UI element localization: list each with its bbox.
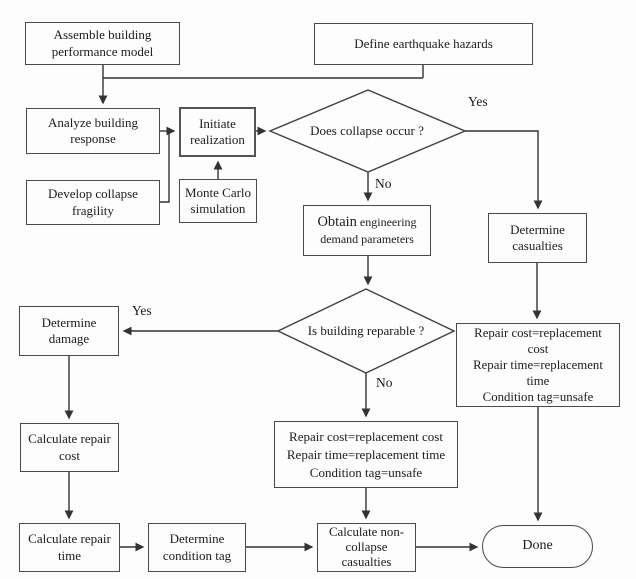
- edge-collapse-yes-casualties: [465, 130, 543, 210]
- node-label: Initiate realization: [190, 115, 245, 148]
- node-calculate-repair-time: Calculate repair time: [19, 523, 120, 572]
- node-done-terminator: Done: [482, 525, 593, 568]
- node-calculate-noncollapse-casualties: Calculate non- collapse casualties: [317, 523, 416, 572]
- node-determine-condition-tag: Determine condition tag: [148, 523, 246, 572]
- node-determine-casualties: Determine casualties: [488, 213, 587, 263]
- branch-label-reparable-yes: Yes: [132, 303, 152, 318]
- node-assemble-performance-model: Assemble building performance model: [25, 22, 180, 65]
- node-obtain-edp: Obtain engineering demand parameters: [303, 205, 431, 256]
- decision-reparable-label: Is building reparable ?: [307, 323, 425, 338]
- node-label: Calculate repair cost: [28, 431, 111, 463]
- node-label: Determine casualties: [510, 221, 565, 254]
- node-monte-carlo-simulation: Monte Carlo simulation: [179, 179, 257, 223]
- node-label: Done: [522, 538, 553, 554]
- decision-collapse-shape: [268, 89, 467, 173]
- node-initiate-realization: Initiate realization: [179, 107, 256, 157]
- decision-collapse-label: Does collapse occur ?: [310, 123, 424, 138]
- node-repair-replacement-right: Repair cost=replacement cost Repair time…: [456, 323, 620, 407]
- branch-label-reparable-no: No: [376, 375, 393, 390]
- node-label: Obtain engineering demand parameters: [304, 214, 430, 248]
- node-define-earthquake-hazards: Define earthquake hazards: [314, 23, 533, 65]
- edge-top-rail: [102, 65, 424, 79]
- node-label-emphasis: Obtain: [317, 213, 357, 230]
- branch-label-collapse-no: No: [375, 176, 392, 191]
- node-label: Assemble building performance model: [51, 27, 154, 59]
- node-label: Analyze building response: [48, 114, 138, 147]
- node-label: Develop collapse fragility: [48, 186, 138, 218]
- node-label: Determine damage: [41, 314, 97, 347]
- decision-reparable-shape: [276, 288, 456, 374]
- node-label: Repair cost=replacement cost Repair time…: [286, 428, 446, 480]
- node-label: Calculate repair time: [28, 531, 111, 563]
- node-analyze-building-response: Analyze building response: [26, 108, 160, 154]
- node-determine-damage: Determine damage: [19, 306, 119, 356]
- node-label: Define earthquake hazards: [354, 35, 493, 51]
- node-develop-collapse-fragility: Develop collapse fragility: [26, 180, 160, 225]
- node-label: Repair cost=replacement cost Repair time…: [473, 326, 603, 404]
- node-label: Determine condition tag: [162, 531, 232, 563]
- node-label-rest: engineering demand parameters: [320, 214, 417, 246]
- branch-label-collapse-yes: Yes: [468, 94, 488, 109]
- node-repair-replacement-center: Repair cost=replacement cost Repair time…: [274, 421, 458, 488]
- node-label: Calculate non- collapse casualties: [329, 525, 404, 569]
- node-label: Monte Carlo simulation: [184, 184, 252, 217]
- node-calculate-repair-cost: Calculate repair cost: [20, 423, 119, 472]
- edge-develop-join: [160, 131, 170, 203]
